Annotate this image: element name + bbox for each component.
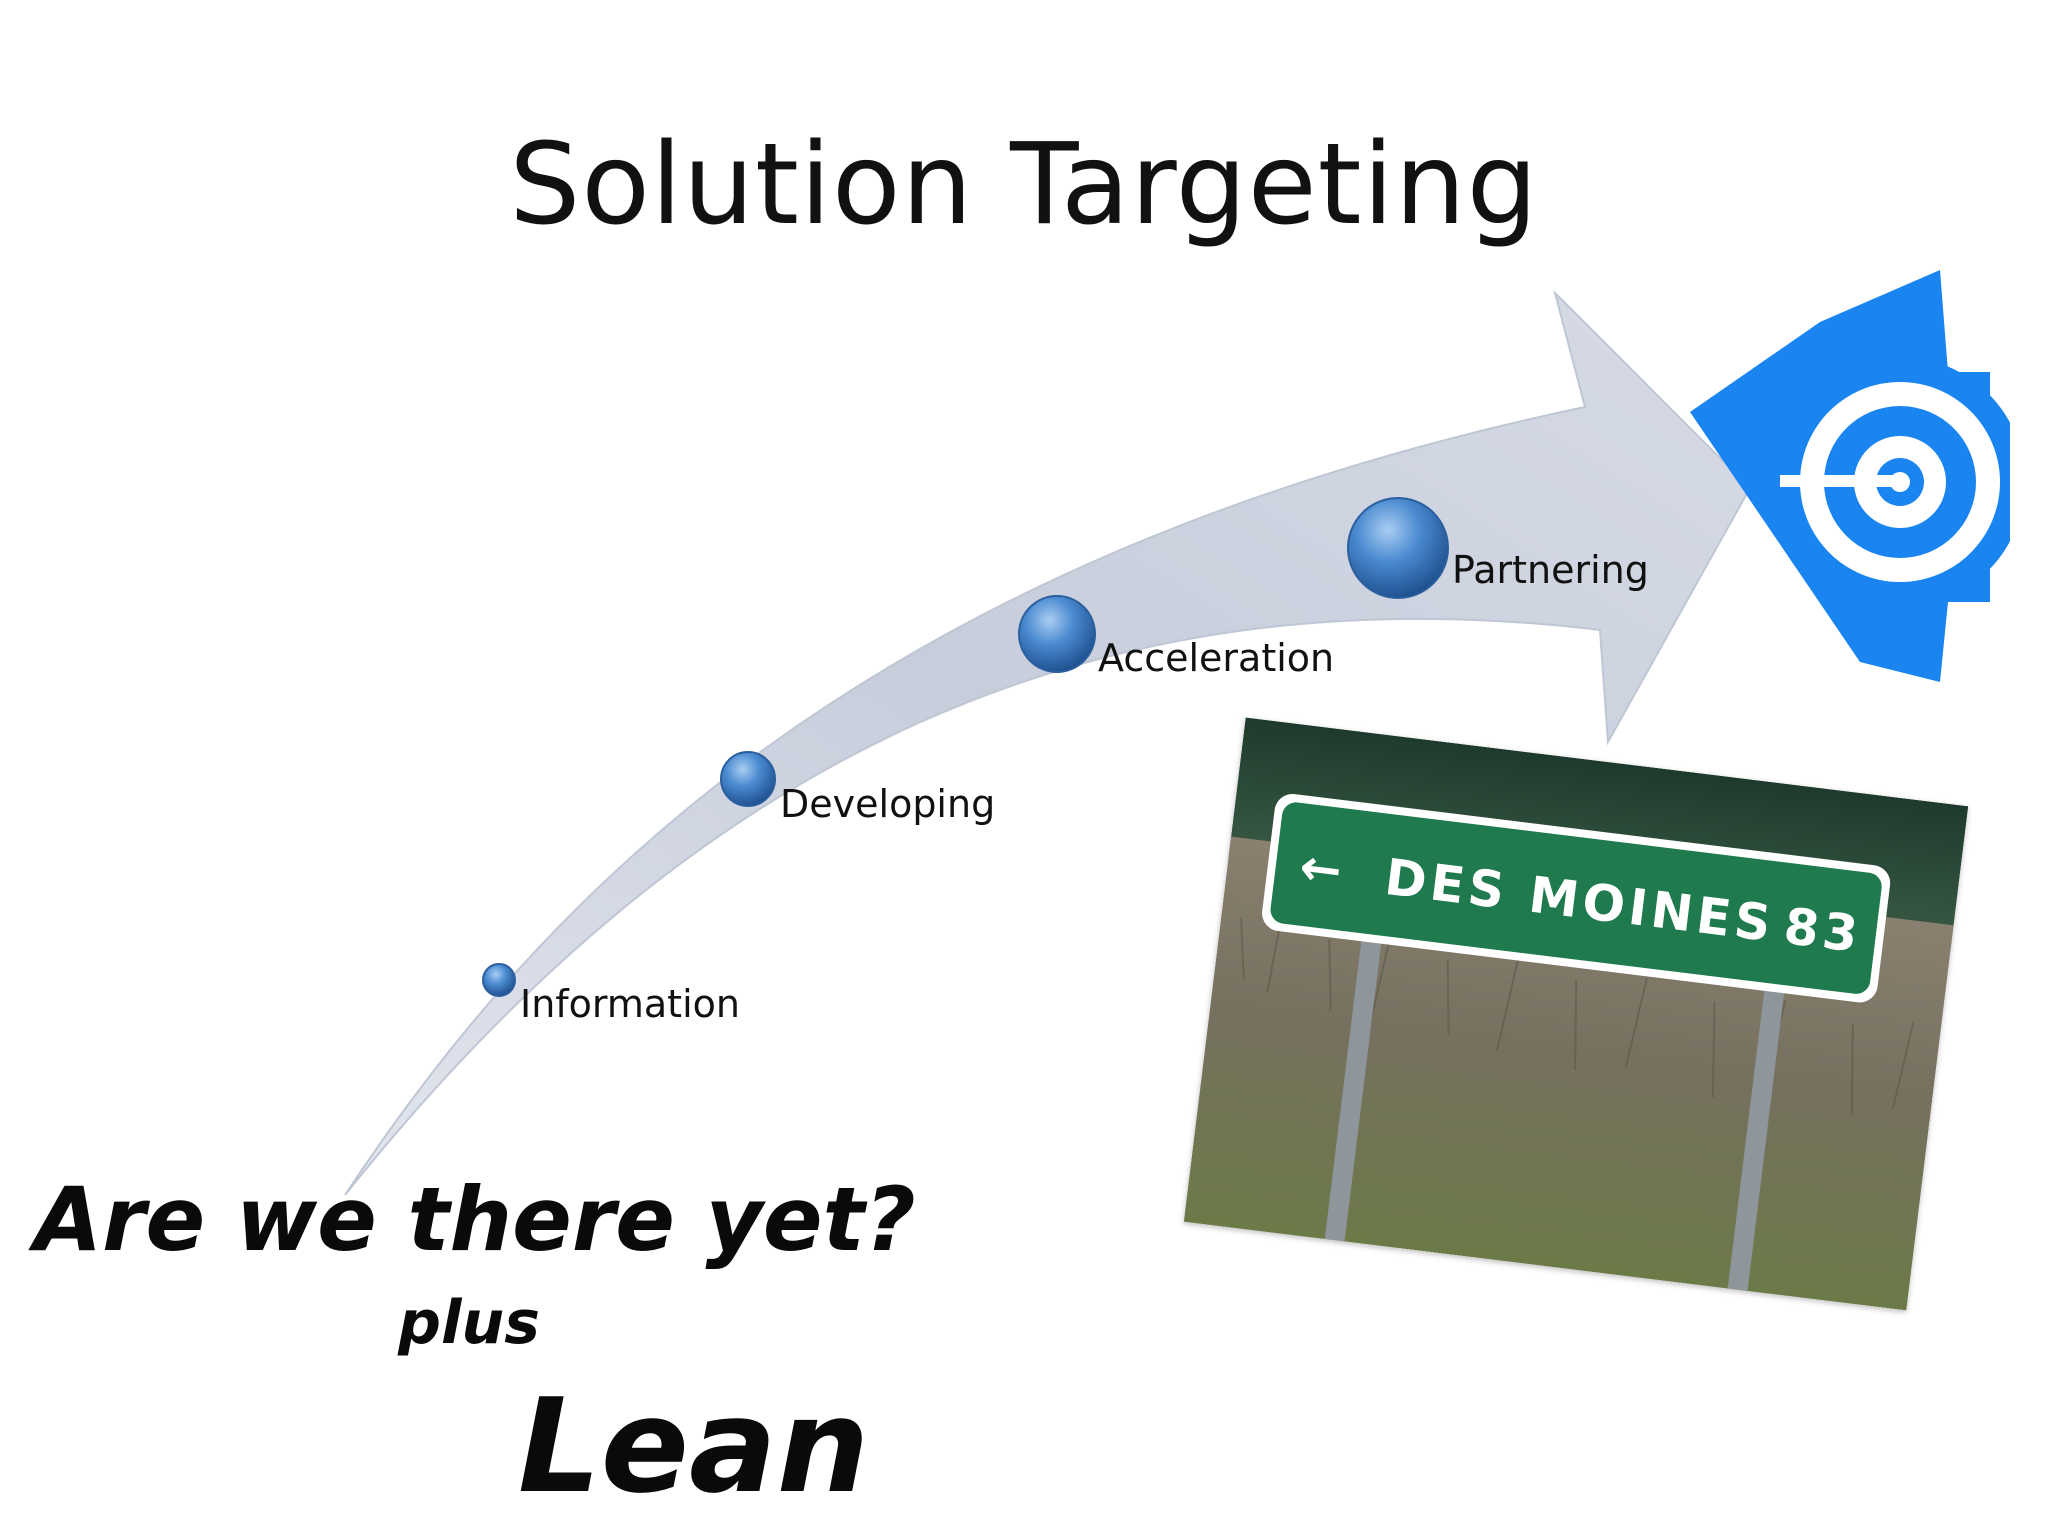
- road-sign-photo: ← DES MOINES 83: [1183, 717, 1969, 1311]
- plus-text: plus: [398, 1288, 540, 1358]
- stage-label-partnering: Partnering: [1452, 548, 1649, 592]
- stage-label-acceleration: Acceleration: [1098, 636, 1335, 680]
- bead-acceleration: [1018, 595, 1096, 673]
- slide-title: Solution Targeting: [509, 120, 1539, 250]
- bead-partnering: [1347, 497, 1449, 599]
- stage-label-developing: Developing: [780, 782, 996, 826]
- sign-distance: 83: [1781, 897, 1865, 964]
- stage-label-information: Information: [520, 982, 740, 1026]
- sign-arrow: ←: [1296, 837, 1349, 900]
- lean-text: Lean: [518, 1370, 870, 1522]
- question-text: Are we there yet?: [34, 1168, 916, 1271]
- bead-developing: [720, 751, 776, 807]
- target-icon: [1690, 270, 2010, 682]
- bead-information: [482, 963, 516, 997]
